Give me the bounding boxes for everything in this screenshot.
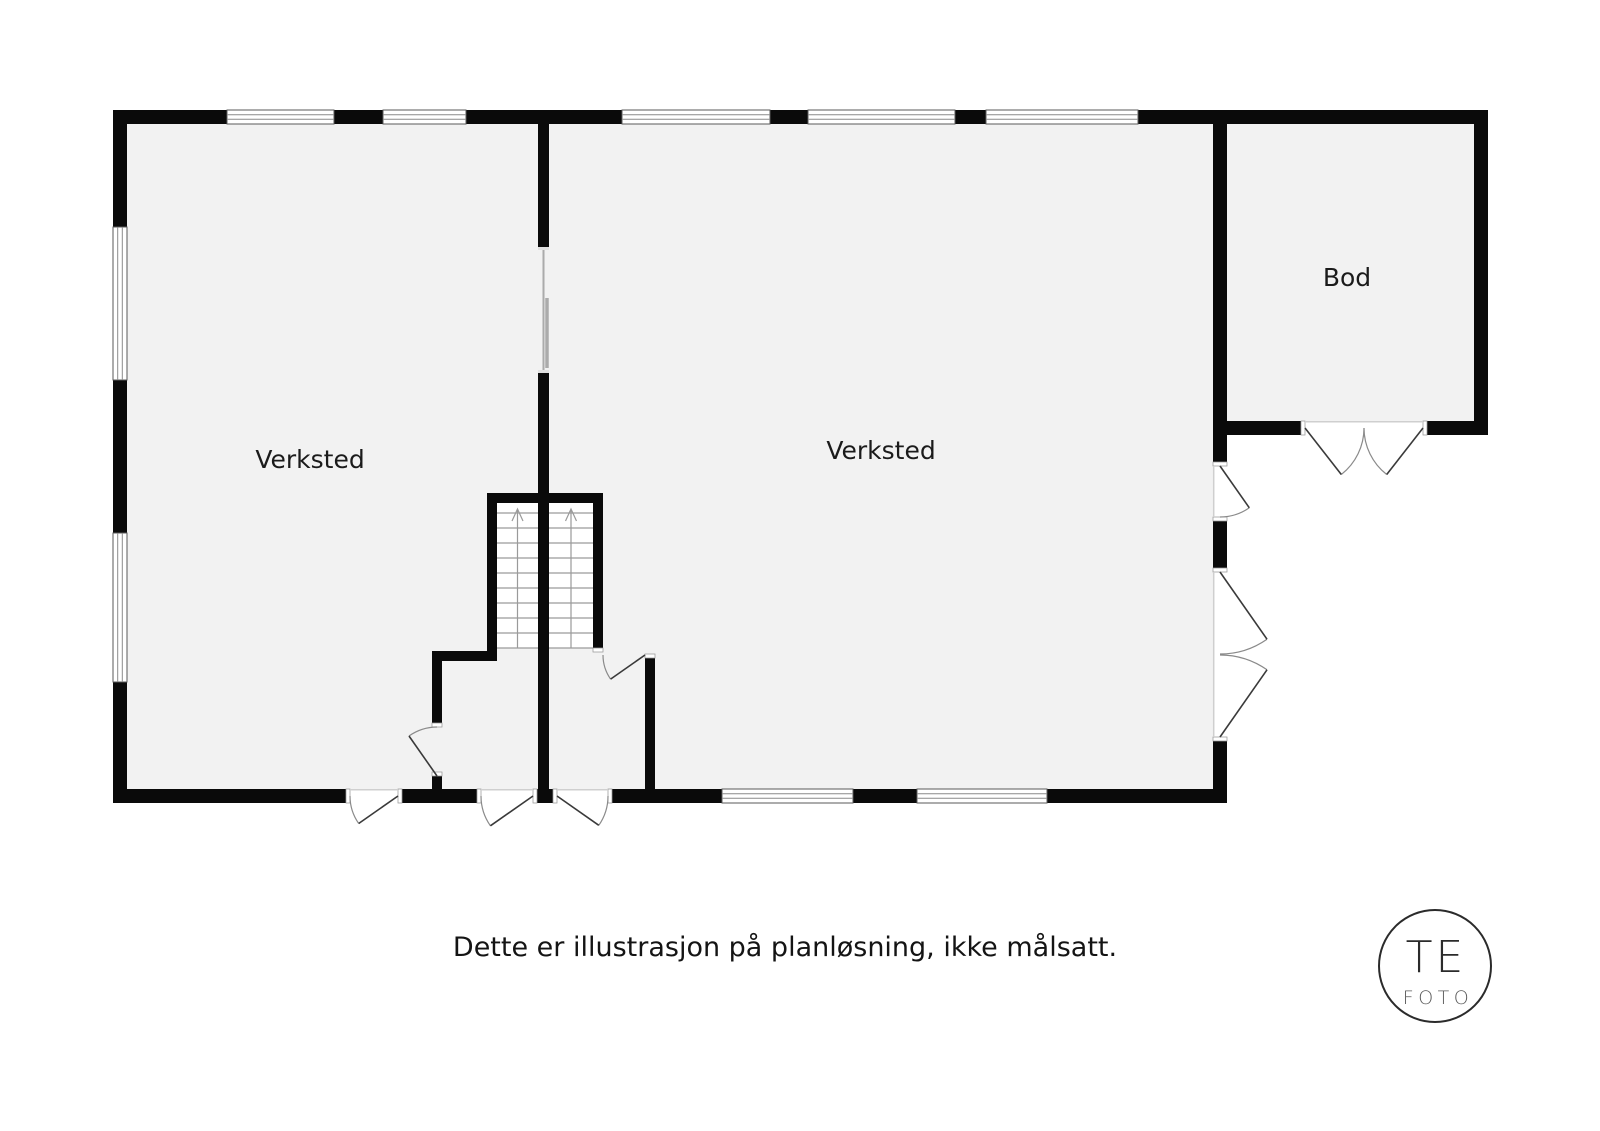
stair-up-arrow-icon [511,507,524,648]
window-icon [721,788,854,804]
thresholds [350,420,1423,791]
double-door-swing-icon [1304,427,1424,475]
room-label-verksted-right: Verksted [826,436,935,465]
te-foto-logo: TE FOTO [1378,909,1492,1023]
door-swing-icon [349,795,399,825]
window-icon [226,109,335,125]
window-icon [382,109,467,125]
door-swing-icon [1219,465,1250,518]
floor-areas [127,124,1474,789]
door-swing-icon [480,795,534,827]
staircase [497,503,593,649]
window-icon [985,109,1139,125]
window-icon [112,532,128,683]
room-label-verksted-left: Verksted [255,445,364,474]
windows [112,109,1139,804]
logo-subtext: FOTO [1403,987,1473,1009]
room-label-bod: Bod [1323,263,1371,292]
window-icon [807,109,956,125]
door-swing-icon [602,654,646,680]
main-floor [127,124,1213,789]
exterior-walls [113,110,1488,803]
bod-floor [1227,124,1474,421]
window-icon [916,788,1048,804]
logo-initials: TE [1406,932,1467,983]
window-icon [112,226,128,381]
window-icon [621,109,771,125]
door-swing-icon [408,726,438,777]
room-labels: Verksted Verksted Bod [255,263,1371,474]
double-door-swing-icon [1219,571,1268,738]
stair-up-arrow-icon [564,507,578,648]
disclaimer-caption: Dette er illustrasjon på planløsning, ik… [453,932,1117,963]
interior-walls [431,493,656,789]
central-wall [538,124,549,789]
door-jambs [345,420,1428,804]
door-swing-icon [556,795,609,826]
doors [349,427,1424,827]
sliding-opening-icon [542,250,549,370]
logo-circle [1378,909,1492,1023]
